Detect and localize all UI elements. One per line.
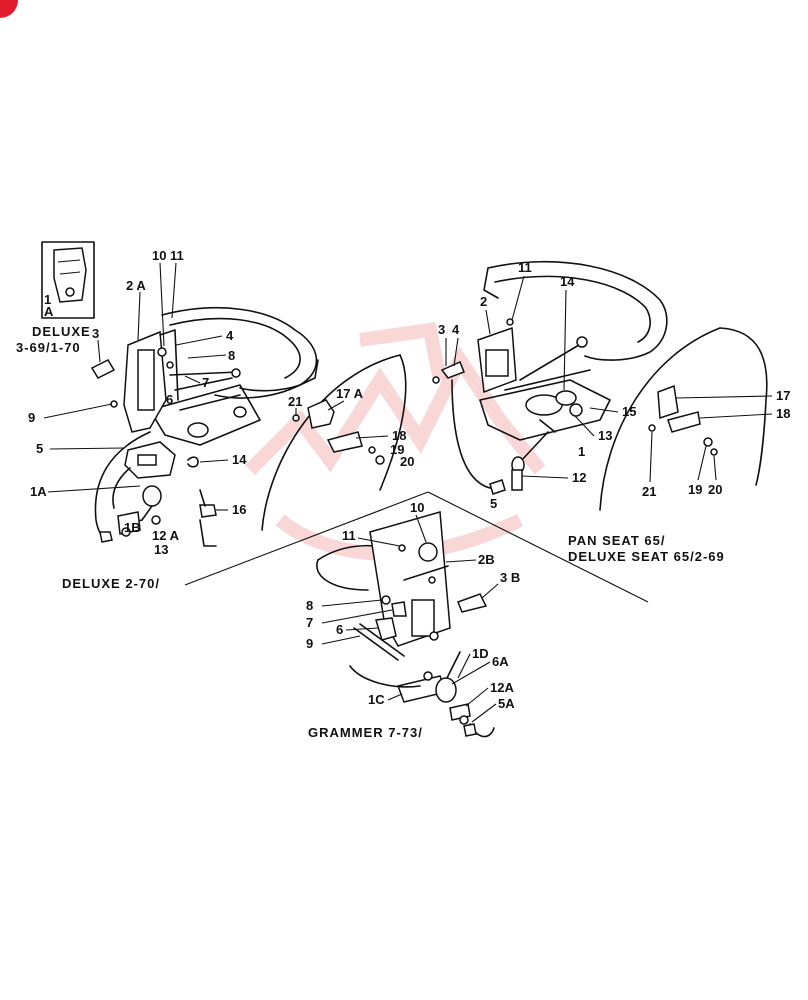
callout-e-12A: 12A: [490, 680, 514, 695]
caption-grammer: GRAMMER 7-73/: [308, 725, 423, 740]
leader-lines-pan-seat: [445, 275, 619, 479]
callout-e-9: 9: [306, 636, 313, 651]
callout-e-6A: 6A: [492, 654, 509, 669]
callout-e-11: 11: [342, 528, 356, 543]
fender-left: [261, 354, 407, 531]
callout-c-12: 12: [572, 470, 586, 485]
callout-c-14: 14: [560, 274, 575, 289]
caption-deluxe-early-line1: DELUXE: [32, 324, 91, 339]
seat-grammer: [316, 511, 495, 738]
seat-pan: [432, 260, 668, 495]
callout-a-4: 4: [226, 328, 234, 343]
callout-e-1D: 1D: [472, 646, 489, 661]
callout-b-18: 18: [392, 428, 406, 443]
callout-c-1: 1: [578, 444, 585, 459]
callout-d-20: 20: [708, 482, 722, 497]
callout-a-8: 8: [228, 348, 235, 363]
corner-badge: [0, 0, 18, 18]
callout-a-12A: 12 A: [152, 528, 180, 543]
leader-lines-grammer: [321, 514, 499, 723]
callout-a-2A: 2 A: [126, 278, 146, 293]
callout-c-2: 2: [480, 294, 487, 309]
seat-deluxe-late: [90, 306, 319, 547]
callout-a-10: 10: [152, 248, 166, 263]
callout-d-18: 18: [776, 406, 790, 421]
leader-lines-fender-right: [649, 395, 773, 483]
callout-c-4: 4: [452, 322, 460, 337]
callout-a-14: 14: [232, 452, 247, 467]
leader-lines-deluxe-late: [43, 262, 229, 511]
callout-a-11: 11: [170, 248, 184, 263]
inset-deluxe-early: [41, 241, 95, 319]
callout-b-19: 19: [390, 442, 404, 457]
callout-d-17: 17: [776, 388, 790, 403]
callout-a-1A: 1A: [30, 484, 47, 499]
fender-right: [599, 327, 768, 511]
callout-a-9: 9: [28, 410, 35, 425]
callout-c-3: 3: [438, 322, 445, 337]
callout-e-7: 7: [306, 615, 313, 630]
callout-c-11: 11: [518, 260, 532, 275]
callout-e-1C: 1C: [368, 692, 385, 707]
callout-a-7: 7: [202, 375, 209, 390]
callout-a-3: 3: [92, 326, 99, 341]
caption-pan-seat-line2: DELUXE SEAT 65/2-69: [568, 549, 725, 564]
callout-e-10: 10: [410, 500, 424, 515]
leader-lines-fender-left: [295, 400, 389, 439]
divider-line-left: [184, 491, 429, 586]
caption-deluxe-early-line2: 3-69/1-70: [16, 340, 81, 355]
callout-a-1B: 1B: [124, 520, 141, 535]
callout-c-5: 5: [490, 496, 497, 511]
callout-inset-a: A: [44, 304, 54, 319]
callout-d-21: 21: [642, 484, 656, 499]
callout-d-19: 19: [688, 482, 702, 497]
callout-c-15: 15: [622, 404, 636, 419]
callout-inset-1: 1: [44, 292, 51, 307]
callout-b-17A: 17 A: [336, 386, 364, 401]
callout-a-16: 16: [232, 502, 246, 517]
callout-a-6: 6: [166, 392, 173, 407]
callout-b-21: 21: [288, 394, 302, 409]
callout-c-13: 13: [598, 428, 612, 443]
caption-deluxe-late: DELUXE 2-70/: [62, 576, 160, 591]
divider-line-right: [427, 491, 649, 603]
callout-a-5: 5: [36, 441, 43, 456]
callout-e-3B: 3 B: [500, 570, 520, 585]
callout-e-2B: 2B: [478, 552, 495, 567]
callout-b-20: 20: [400, 454, 414, 469]
callout-e-5A: 5A: [498, 696, 515, 711]
caption-pan-seat-line1: PAN SEAT 65/: [568, 533, 665, 548]
callout-e-6: 6: [336, 622, 343, 637]
callout-a-13: 13: [154, 542, 168, 557]
callout-e-8: 8: [306, 598, 313, 613]
